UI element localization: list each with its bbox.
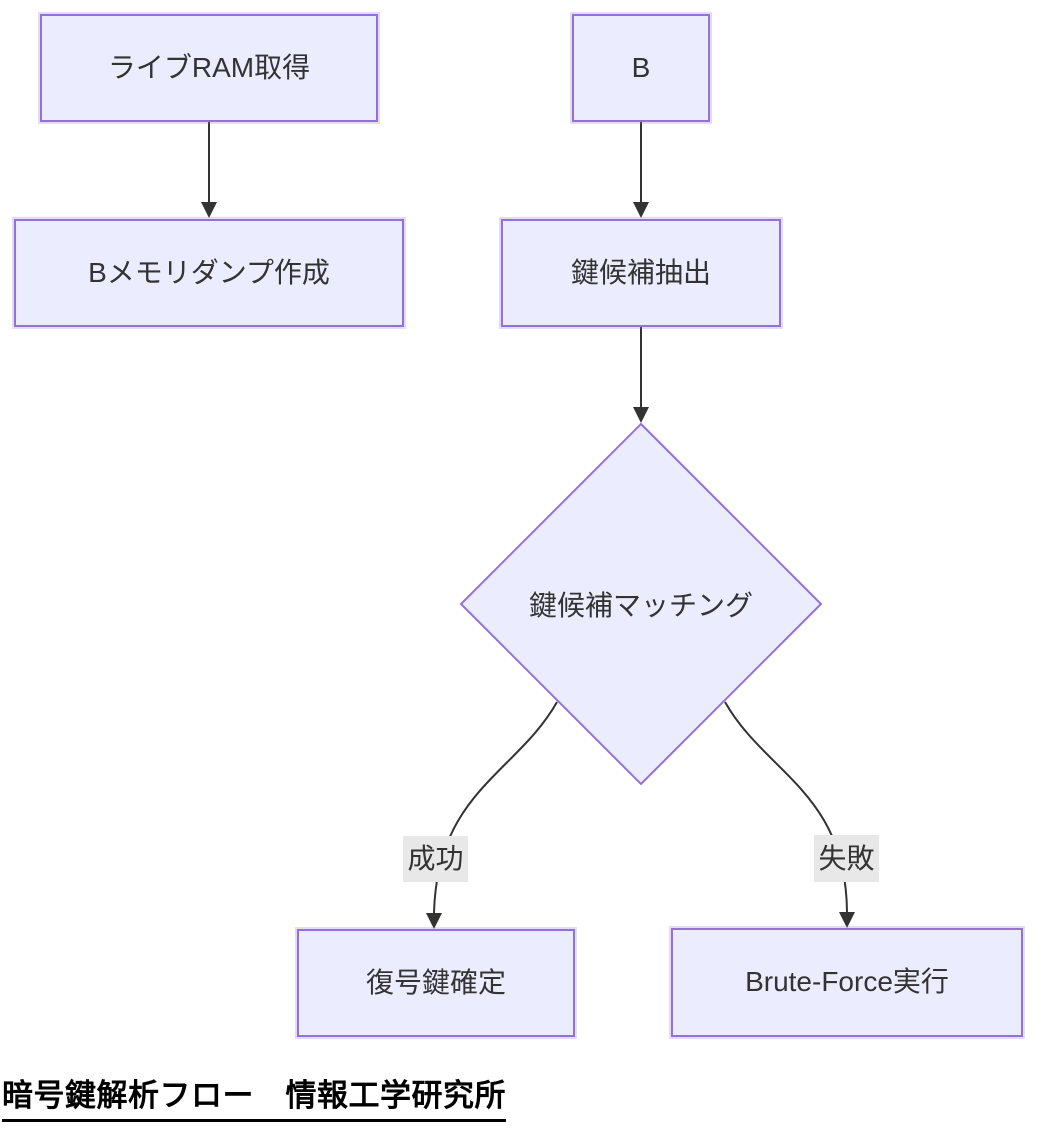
edge-label-failure-text: 失敗 [818,842,875,874]
diagram-caption: 暗号鍵解析フロー 情報工学研究所 [2,1070,506,1122]
edge-label-success: 成功 [403,836,468,882]
node-b: B [572,14,710,122]
node-key-match-label: 鍵候補マッチング [528,590,753,621]
node-memory-dump: Bメモリダンプ作成 [14,219,404,327]
node-live-ram: ライブRAM取得 [40,14,378,122]
node-key-extract-label: 鍵候補抽出 [570,256,711,288]
arrowhead-memory-dump [201,202,217,218]
decision-diamond-shape [459,422,823,786]
arrowhead-key-match [633,407,649,423]
node-live-ram-label: ライブRAM取得 [107,51,311,83]
arrowhead-brute-force [839,912,855,928]
edge-label-failure: 失敗 [814,835,879,882]
node-brute-force-label: Brute-Force実行 [745,966,949,998]
node-memory-dump-label: Bメモリダンプ作成 [88,256,330,288]
arrowhead-decrypt-key [426,913,442,929]
node-key-extract: 鍵候補抽出 [501,219,781,327]
arrowhead-key-extract [633,202,649,218]
node-key-match: 鍵候補マッチング [481,574,801,634]
node-b-label: B [631,51,651,83]
node-brute-force: Brute-Force実行 [671,928,1023,1037]
node-decrypt-key-label: 復号鍵確定 [365,966,506,998]
node-decrypt-key: 復号鍵確定 [297,929,575,1037]
edge-label-success-text: 成功 [407,843,464,875]
